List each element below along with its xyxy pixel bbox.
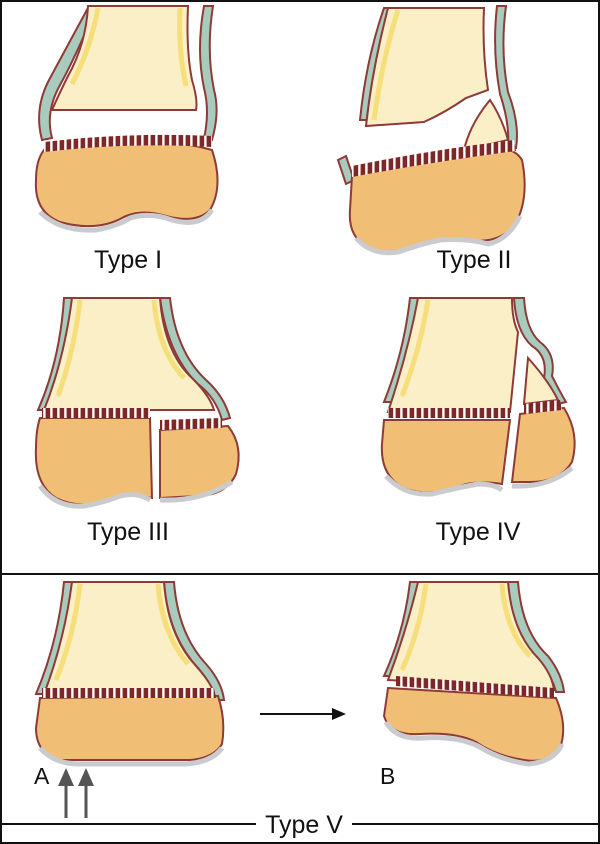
metaphysis bbox=[50, 5, 198, 111]
compression-arrows bbox=[58, 768, 94, 818]
cortex-left bbox=[371, 9, 401, 121]
articular-cartilage bbox=[354, 214, 523, 256]
physis bbox=[388, 400, 562, 418]
periosteum-right bbox=[494, 5, 518, 149]
type-iv-label: Type IV bbox=[436, 518, 521, 546]
type-iii-illustration bbox=[34, 297, 240, 509]
articular-cartilage bbox=[38, 746, 225, 767]
type-iv-illustration bbox=[380, 297, 576, 497]
metaphysis bbox=[386, 581, 556, 692]
physis bbox=[44, 134, 212, 152]
type-v-a-illustration bbox=[34, 581, 226, 767]
epiphysis-lateral-fragment bbox=[510, 406, 576, 483]
epiphysis-medial bbox=[34, 417, 154, 506]
articular-cartilage bbox=[38, 208, 215, 233]
periosteum-right bbox=[512, 297, 568, 406]
physis bbox=[42, 408, 222, 430]
type-v-b-illustration bbox=[382, 581, 566, 767]
cortex-left bbox=[69, 7, 101, 86]
type-ii-illustration bbox=[336, 5, 526, 256]
epiphysis bbox=[34, 694, 225, 761]
epiphysis-medial bbox=[380, 419, 512, 494]
cortex-right bbox=[155, 583, 190, 666]
epiphysis bbox=[382, 686, 565, 762]
cortex-right bbox=[177, 7, 189, 87]
epiphysis bbox=[34, 140, 219, 228]
cortex-left bbox=[399, 583, 429, 672]
articular-cartilage bbox=[383, 720, 565, 767]
cortex-left bbox=[53, 583, 83, 681]
physis bbox=[352, 140, 516, 177]
physis bbox=[42, 688, 216, 698]
fracture-fragment bbox=[522, 355, 560, 406]
physis bbox=[396, 676, 554, 698]
type-i-label: Type I bbox=[94, 246, 162, 274]
progression-arrow bbox=[260, 708, 346, 720]
periosteum-right bbox=[158, 297, 232, 422]
metaphysis bbox=[42, 297, 216, 411]
articular-cartilage bbox=[37, 479, 234, 509]
articular-cartilage bbox=[384, 466, 574, 497]
label-a: A bbox=[34, 763, 50, 789]
cortex-right bbox=[151, 299, 186, 380]
cortex-left bbox=[399, 299, 431, 397]
type-iii-label: Type III bbox=[87, 518, 169, 546]
label-b: B bbox=[380, 763, 395, 789]
type-v-label: Type V bbox=[265, 811, 343, 839]
metaphysis bbox=[364, 7, 490, 128]
cortex-right bbox=[499, 583, 532, 658]
periosteum-right bbox=[199, 5, 218, 142]
type-i-illustration bbox=[34, 5, 219, 233]
type-ii-label: Type II bbox=[436, 246, 511, 274]
cortex-left bbox=[55, 299, 83, 397]
metaphysis bbox=[42, 581, 216, 695]
